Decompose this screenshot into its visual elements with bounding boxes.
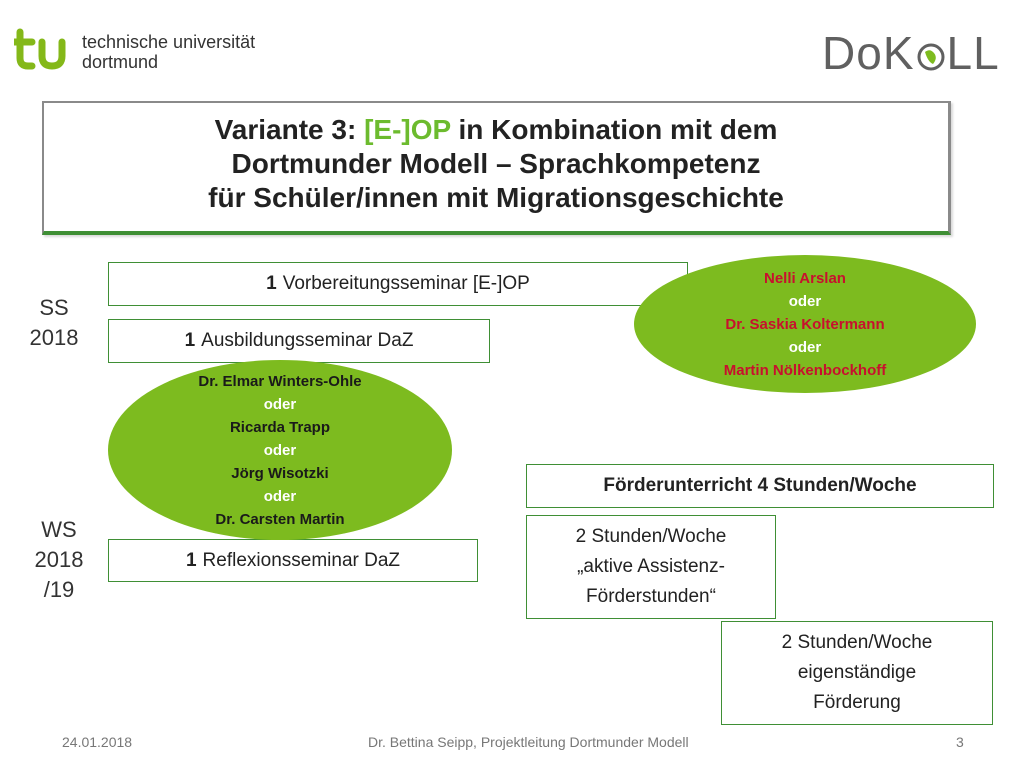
assistenz-foerderstunden-box: 2 Stunden/Woche „aktive Assistenz- Förde… [526, 515, 776, 619]
ausbildung-label: Ausbildungsseminar DaZ [201, 330, 414, 351]
university-name: technische universität dortmund [82, 32, 255, 72]
semester-ws-year-suffix: /19 [43, 577, 75, 602]
semester-ws-year: 2018 [34, 547, 84, 572]
title-suffix: in Kombination mit dem [450, 114, 778, 145]
eigen-line-2: eigenständige [797, 662, 917, 683]
ausbildung-count: 1 [184, 330, 196, 351]
semester-ss-term: SS [39, 295, 69, 320]
title-line-2: Dortmunder Modell – Sprachkompetenz [231, 148, 761, 179]
title-line-1: Variante 3: [E-]OP in Kombination mit de… [44, 113, 948, 147]
semester-ss-label: SS 2018 [24, 293, 84, 353]
footer-author: Dr. Bettina Seipp, Projektleitung Dortmu… [368, 734, 689, 750]
instructor-name: Dr. Elmar Winters-Ohle [198, 372, 362, 390]
vorbereitung-label: Vorbereitungsseminar [E-]OP [282, 273, 530, 294]
foerderunterricht-header-box: Förderunterricht 4 Stunden/Woche [526, 464, 994, 508]
foerderunterricht-label: Förderunterricht 4 Stunden/Woche [603, 475, 917, 496]
eigen-line-3: Förderung [813, 692, 901, 713]
or-separator: oder [263, 441, 297, 459]
semester-ws-term: WS [41, 517, 77, 542]
instructors-ellipse-right: Nelli Arslan oder Dr. Saskia Koltermann … [634, 255, 976, 393]
reflexionsseminar-box: 1 Reflexionsseminar DaZ [108, 539, 478, 582]
footer-date: 24.01.2018 [62, 734, 133, 750]
title-line-3: für Schüler/innen mit Migrationsgeschich… [208, 182, 784, 213]
globe-icon [917, 43, 944, 71]
or-separator: oder [263, 395, 297, 413]
university-name-line2: dortmund [82, 52, 159, 72]
instructors-ellipse-left: Dr. Elmar Winters-Ohle oder Ricarda Trap… [108, 360, 452, 540]
title-box: Variante 3: [E-]OP in Kombination mit de… [42, 101, 951, 235]
title-highlight: [E-]OP [364, 114, 451, 145]
tu-dortmund-logo-icon [10, 28, 76, 75]
ausbildungsseminar-box: 1 Ausbildungsseminar DaZ [108, 319, 490, 363]
reflexion-label: Reflexionsseminar DaZ [202, 549, 401, 571]
vorbereitung-count: 1 [266, 273, 277, 294]
instructor-name: Ricarda Trapp [229, 418, 331, 436]
assist-line-3: Förderstunden“ [586, 586, 716, 607]
instructor-name: Martin Nölkenbockhoff [723, 361, 887, 379]
semester-ws-label: WS 2018 /19 [24, 515, 94, 605]
or-separator: oder [263, 487, 297, 505]
university-name-line1: technische universität [82, 32, 256, 52]
eigenstaendige-foerderung-box: 2 Stunden/Woche eigenständige Förderung [721, 621, 993, 725]
or-separator: oder [788, 292, 822, 310]
instructor-name: Dr. Carsten Martin [215, 510, 345, 528]
assist-line-2: „aktive Assistenz- [577, 556, 725, 577]
assist-line-1: 2 Stunden/Woche [575, 526, 727, 547]
semester-ss-year: 2018 [29, 325, 79, 350]
footer-page-number: 3 [956, 734, 964, 750]
instructor-name: Dr. Saskia Koltermann [725, 315, 885, 333]
instructor-name: Nelli Arslan [764, 269, 846, 287]
reflexion-count: 1 [185, 549, 197, 571]
eigen-line-1: 2 Stunden/Woche [781, 632, 933, 653]
instructor-name: Jörg Wisotzki [231, 464, 329, 482]
title-prefix: Variante 3: [214, 114, 365, 145]
vorbereitungsseminar-box: 1 Vorbereitungsseminar [E-]OP [108, 262, 688, 306]
or-separator: oder [788, 338, 822, 356]
